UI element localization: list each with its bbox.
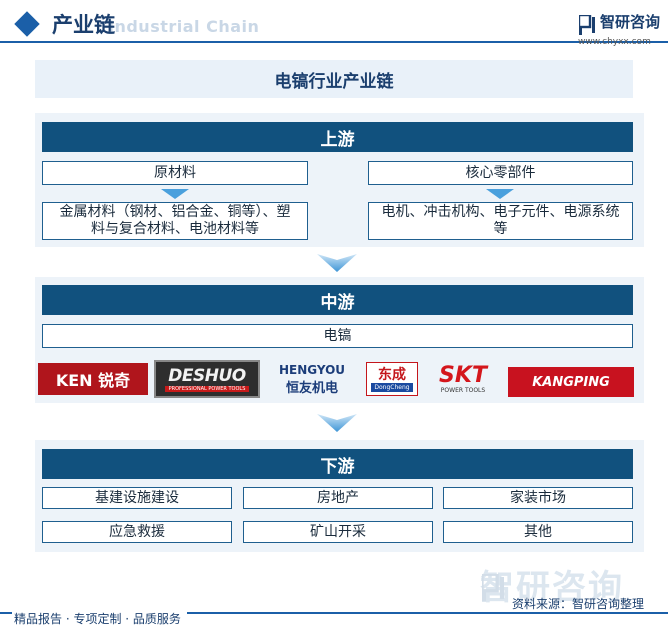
header-title: 产业链: [52, 13, 115, 37]
upstream-raw-materials-box: 原材料: [42, 161, 308, 185]
brand-logo-dongcheng: 东成 DongCheng: [366, 362, 418, 396]
footer-source: 资料来源：智研咨询整理: [512, 597, 645, 611]
brand-logo-ken: KEN 锐奇: [38, 363, 148, 395]
upstream-raw-materials-detail: 金属材料（钢材、铝合金、铜等）、塑料与复合材料、电池材料等: [42, 202, 308, 240]
upstream-core-parts-box: 核心零部件: [368, 161, 633, 185]
brand-logo-dongcheng-text: 东成: [378, 366, 406, 383]
downstream-item: 其他: [443, 521, 633, 543]
brand-logo-icon: [579, 15, 595, 35]
upstream-right-arrow-icon: [486, 189, 514, 199]
brand-logo-kangping: KANGPING: [508, 367, 634, 397]
downstream-item: 矿山开采: [243, 521, 433, 543]
brand-logo-hengyou-text: HENGYOU: [278, 362, 346, 377]
brand-logo-deshuo-sub: PROFESSIONAL POWER TOOLS: [164, 386, 250, 392]
brand-logo-deshuo: DESHUO PROFESSIONAL POWER TOOLS: [154, 360, 260, 398]
downstream-item: 应急救援: [42, 521, 232, 543]
upstream-core-parts-detail: 电机、冲击机构、电子元件、电源系统等: [368, 202, 633, 240]
midstream-product-box: 电镐: [42, 324, 633, 348]
brand-url: www.chyxx.com: [578, 37, 651, 47]
header-diamond-icon: [14, 11, 40, 37]
footer-tagline: 精品报告 · 专项定制 · 品质服务: [12, 610, 187, 627]
downstream-item: 家装市场: [443, 487, 633, 509]
brand-logo-skt-sub: POWER TOOLS: [440, 386, 486, 394]
header-subtitle: Industrial Chain: [108, 17, 260, 36]
brand-logo-ken-text: KEN 锐奇: [55, 371, 131, 390]
brand-logo-dongcheng-sub: DongCheng: [371, 382, 413, 392]
midstream-bar: 中游: [42, 285, 633, 315]
footer-divider: [0, 612, 668, 614]
brand-logo-skt: SKT POWER TOOLS: [428, 362, 498, 396]
brand-name: 智研咨询: [600, 13, 661, 31]
header-divider: [0, 41, 668, 43]
downstream-bar: 下游: [42, 449, 633, 479]
brand-logo-hengyou-sub: 恒友机电: [285, 380, 338, 396]
brand-logo-skt-text: SKT: [439, 362, 487, 388]
diagram-title: 电镐行业产业链: [35, 60, 633, 98]
brand-logo-deshuo-text: DESHUO: [168, 366, 246, 386]
downstream-item: 基建设施建设: [42, 487, 232, 509]
upstream-left-arrow-icon: [161, 189, 189, 199]
flow-arrow-down-icon-2: [317, 414, 357, 432]
brand-logo-hengyou: HENGYOU 恒友机电: [266, 360, 358, 398]
downstream-item: 房地产: [243, 487, 433, 509]
footer-logo-icon: [482, 574, 504, 602]
brand-logo-kangping-text: KANGPING: [532, 374, 610, 390]
flow-arrow-down-icon: [317, 254, 357, 272]
upstream-bar: 上游: [42, 122, 633, 152]
